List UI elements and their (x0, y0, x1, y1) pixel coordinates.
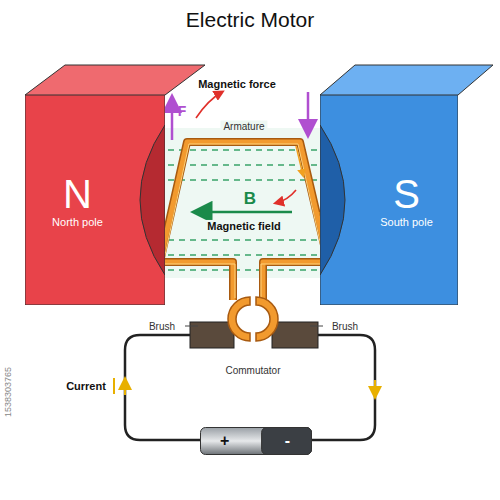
battery: +- (200, 427, 312, 455)
south-magnet-shape (320, 95, 458, 305)
north-magnet-shape (25, 95, 165, 305)
south-magnet: SSouth pole (320, 95, 458, 305)
negative-terminal: - (285, 432, 290, 450)
part-label: Brush (149, 321, 175, 332)
pole-name: North pole (52, 216, 103, 228)
watermark: 1538303765 (4, 367, 14, 417)
field-label: Magnetic field (204, 220, 283, 232)
pole-letter: N (63, 172, 92, 216)
force-label: Magnetic force (198, 78, 276, 90)
pole-letter: S (393, 172, 420, 216)
pole-face (140, 125, 165, 275)
force-symbol: F (178, 104, 187, 119)
north-magnet: NNorth pole (25, 95, 165, 305)
part-label: Brush (332, 321, 358, 332)
part-label: Armature (220, 121, 267, 132)
battery-shape (200, 427, 312, 455)
field-symbol: B (241, 190, 259, 209)
current-label: Current (66, 380, 106, 392)
pole-name: South pole (380, 216, 433, 228)
pole-face (320, 125, 345, 275)
part-label: Commutator (225, 365, 280, 376)
title: Electric Motor (186, 8, 314, 31)
positive-terminal: + (220, 432, 229, 450)
